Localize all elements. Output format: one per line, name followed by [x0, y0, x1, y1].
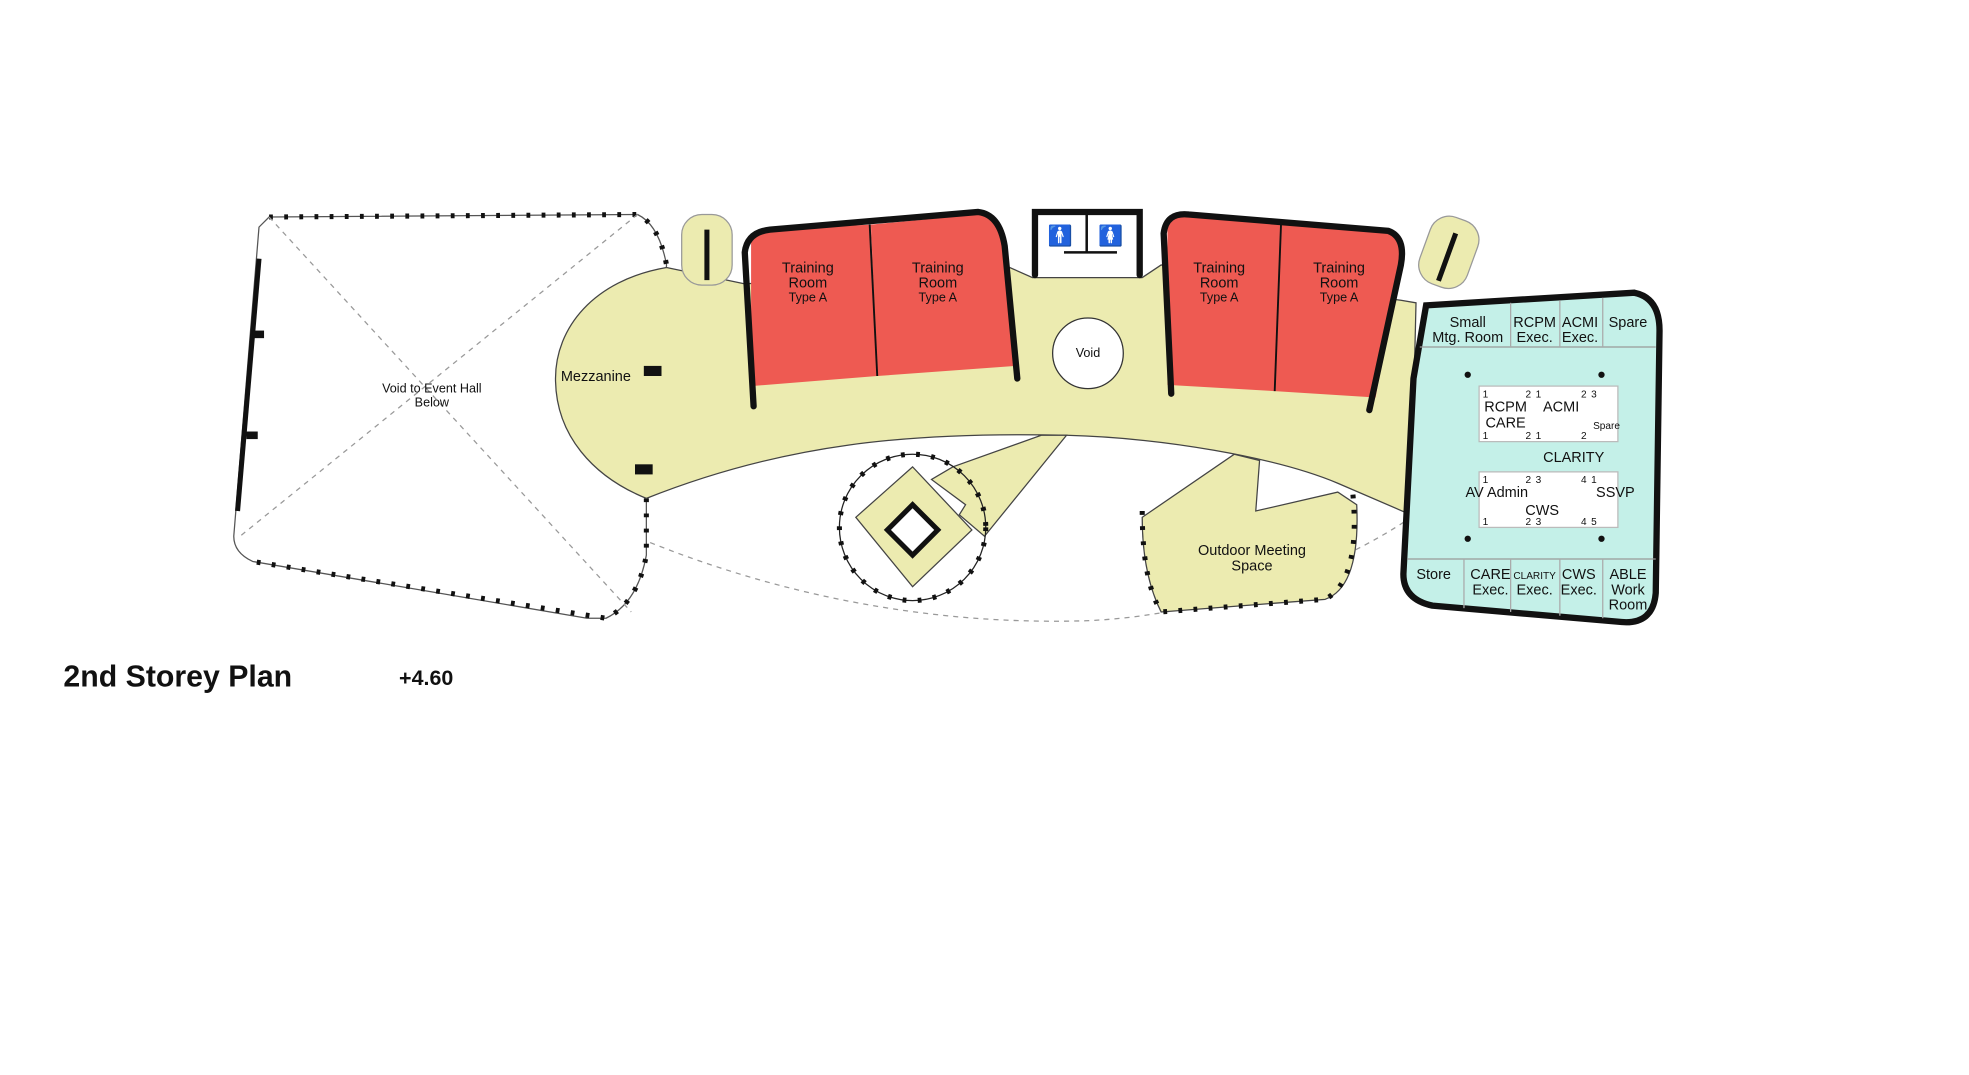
svg-text:5: 5	[1591, 517, 1597, 528]
svg-text:ACMI: ACMI	[1543, 399, 1579, 415]
svg-text:2: 2	[1526, 431, 1532, 442]
svg-text:2: 2	[1526, 389, 1532, 400]
svg-text:CLARITY: CLARITY	[1543, 450, 1605, 466]
svg-text:3: 3	[1591, 389, 1597, 400]
mezzanine-label: Mezzanine	[561, 369, 631, 385]
svg-text:3: 3	[1536, 517, 1542, 528]
svg-text:AV Admin: AV Admin	[1465, 485, 1528, 501]
svg-text:1: 1	[1483, 431, 1489, 442]
svg-text:SSVP: SSVP	[1596, 485, 1635, 501]
svg-text:CWS: CWS	[1525, 503, 1559, 519]
svg-text:RCPM: RCPM	[1484, 399, 1527, 415]
svg-text:3: 3	[1536, 475, 1542, 486]
outdoor-meeting-space	[1141, 453, 1358, 613]
svg-text:2: 2	[1581, 389, 1587, 400]
plan-title: 2nd Storey Plan	[63, 660, 292, 693]
svg-text:Spare: Spare	[1593, 421, 1620, 432]
bridge	[930, 434, 1068, 538]
svg-text:Store: Store	[1416, 567, 1451, 583]
svg-text:2: 2	[1526, 475, 1532, 486]
male-toilet-icon: 🚹	[1048, 223, 1073, 247]
void-label: Void	[1076, 346, 1101, 360]
toilets: 🚹 🚺	[1031, 208, 1143, 279]
svg-text:2: 2	[1526, 517, 1532, 528]
svg-text:1: 1	[1591, 475, 1597, 486]
female-toilet-icon: 🚺	[1098, 223, 1123, 247]
svg-text:1: 1	[1483, 517, 1489, 528]
desk-numbers: 1 2 1 2 3 1 2 1 2 1 2 3 4 1 1 2 3 4 5	[1483, 389, 1598, 527]
svg-text:Spare: Spare	[1609, 315, 1648, 331]
svg-text:1: 1	[1536, 389, 1542, 400]
svg-text:CARE: CARE	[1485, 416, 1526, 432]
svg-text:1: 1	[1483, 475, 1489, 486]
stair-east-icon	[1418, 215, 1480, 290]
svg-text:4: 4	[1581, 517, 1587, 528]
stair-west-icon	[681, 213, 733, 286]
plan-level: +4.60	[399, 666, 453, 690]
svg-text:1: 1	[1483, 389, 1489, 400]
svg-text:1: 1	[1536, 431, 1542, 442]
event-hall-wall	[235, 258, 262, 512]
svg-text:4: 4	[1581, 475, 1587, 486]
svg-text:2: 2	[1581, 431, 1587, 442]
void-circle	[1052, 317, 1124, 390]
